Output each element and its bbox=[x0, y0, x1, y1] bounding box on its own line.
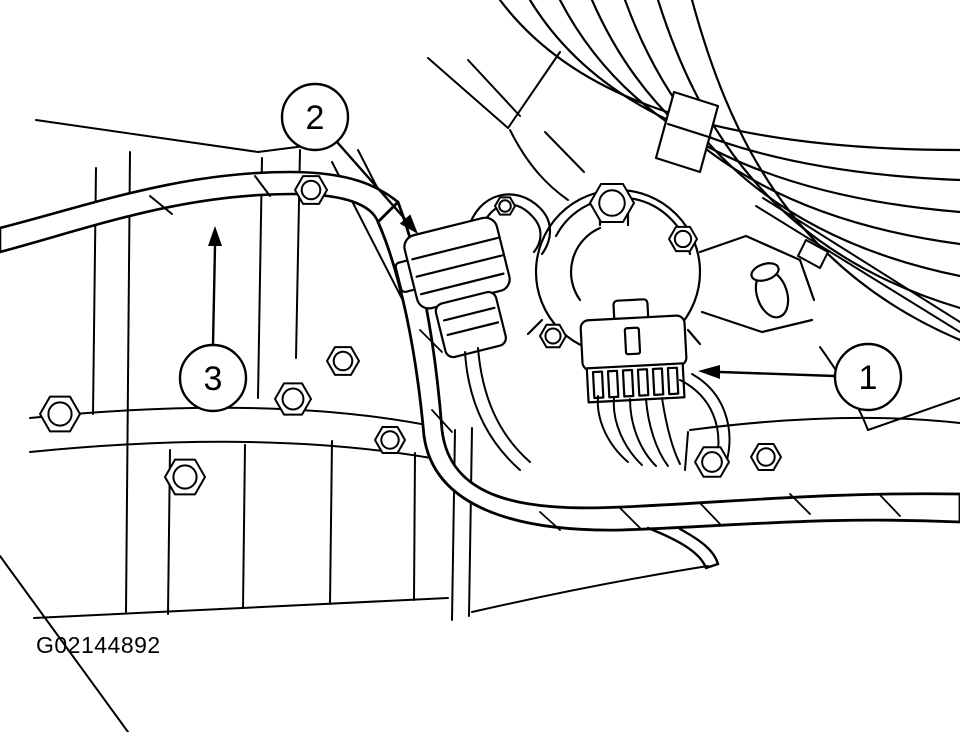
harness-cable bbox=[376, 200, 960, 570]
harness-twist-marks bbox=[407, 249, 901, 531]
callout-3-arrow-line bbox=[211, 244, 217, 347]
hex-bolt-icon bbox=[667, 225, 699, 253]
callout-2-label: 2 bbox=[306, 99, 325, 137]
callout-3-circle bbox=[178, 343, 248, 413]
callout-3: 3 bbox=[178, 226, 248, 413]
connector-2 bbox=[394, 193, 552, 471]
signal-cable bbox=[755, 197, 960, 333]
engine-block-lines bbox=[0, 51, 960, 732]
callout-1-arrowhead bbox=[698, 365, 720, 379]
callout-2-arrowhead bbox=[399, 214, 418, 234]
hex-bolt-icon bbox=[590, 184, 634, 222]
callout-2-circle bbox=[280, 82, 350, 152]
hex-bolt-icon bbox=[163, 457, 207, 497]
wiring-loom bbox=[498, 0, 960, 342]
callout-2-arrow-line bbox=[335, 140, 407, 221]
harness-tube bbox=[0, 170, 400, 254]
hex-bolt-icon bbox=[494, 196, 516, 216]
callout-1-arrow-line bbox=[718, 370, 837, 378]
connector-2-wires bbox=[464, 347, 531, 471]
callout-1-label: 1 bbox=[859, 359, 878, 397]
callout-1: 1 bbox=[698, 342, 903, 412]
connector-1-wires bbox=[596, 373, 731, 467]
connector-1 bbox=[579, 298, 731, 467]
callout-2: 2 bbox=[280, 82, 418, 234]
figure-code-label: G02144892 bbox=[36, 632, 161, 658]
hex-bolt-icon bbox=[749, 442, 783, 472]
callout-3-label: 3 bbox=[204, 360, 223, 398]
loom-clamp-band bbox=[654, 90, 720, 174]
cable-connector-tick bbox=[797, 239, 829, 269]
hex-bolt-icon bbox=[373, 425, 407, 455]
hex-bolt-icon bbox=[538, 323, 568, 349]
hex-bolt-icon bbox=[693, 445, 731, 479]
hex-bolt-icon bbox=[273, 381, 313, 417]
hex-bolt-icon bbox=[38, 394, 82, 434]
callout-1-circle bbox=[833, 342, 903, 412]
hex-bolt-icon bbox=[293, 174, 329, 206]
hex-bolt-icon bbox=[325, 345, 361, 377]
harness-branch bbox=[646, 526, 720, 570]
callout-3-arrowhead bbox=[208, 226, 222, 246]
